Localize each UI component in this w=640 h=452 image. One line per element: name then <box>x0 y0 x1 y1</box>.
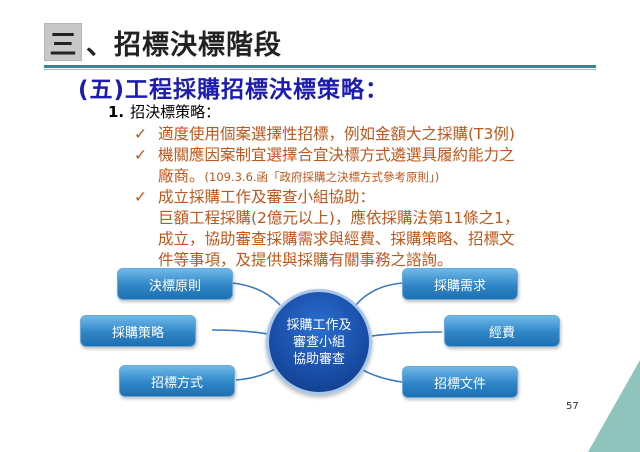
center-line-2: 審查小組 <box>292 334 345 350</box>
title-rule <box>44 65 596 68</box>
bullet-3-line-3: 成立，協助審查採購需求與經費、採購策略、招標文 <box>158 230 515 248</box>
connector-procurement-strategy <box>211 329 269 335</box>
connector-award-principle <box>231 282 281 306</box>
check-icon: ✓ <box>134 125 147 143</box>
node-procurement-strategy: 採購策略 <box>80 315 196 347</box>
center-circle: 採購工作及 審查小組 協助審查 <box>266 289 372 395</box>
center-line-3: 協助審查 <box>292 351 345 367</box>
connector-budget <box>371 331 443 337</box>
title-number-box: 三 <box>44 23 82 61</box>
node-budget: 經費 <box>444 315 560 347</box>
bullet-2-note: (109.3.6.函「政府採購之決標方式參考原則」) <box>204 170 440 184</box>
bullet-2-line-1: 機關應因案制宜選擇合宜決標方式遴選具履約能力之 <box>158 146 515 164</box>
node-tender-documents: 招標文件 <box>402 366 518 398</box>
page-number: 57 <box>566 401 579 412</box>
node-procurement-needs: 採購需求 <box>402 268 518 300</box>
node-award-principle: 決標原則 <box>117 268 233 300</box>
item-label: 招決標策略： <box>130 103 221 121</box>
item-number: 1. <box>108 103 125 121</box>
title-text: 、招標決標階段 <box>86 29 282 61</box>
title-rule-thin <box>44 69 596 70</box>
bullet-1-line-1: 適度使用個案選擇性招標，例如金額大之採購(T3例) <box>158 125 515 143</box>
center-line-1: 採購工作及 <box>286 317 352 333</box>
bullet-3-line-2: 巨額工程採購(2億元以上)，應依採購法第11條之1， <box>158 209 520 227</box>
corner-decoration <box>588 360 640 452</box>
slide-title: 三 、招標決標階段 <box>44 22 282 62</box>
check-icon: ✓ <box>134 188 147 206</box>
connector-procurement-needs <box>355 282 403 306</box>
subtitle: (五)工程採購招標決標策略： <box>78 77 390 103</box>
bullet-3-line-1: 成立採購工作及審查小組協助： <box>158 188 376 206</box>
bullet-2-line-2-text: 廠商。 <box>158 167 205 185</box>
check-icon: ✓ <box>134 146 147 164</box>
item-heading: 1. 招決標策略： <box>108 101 220 122</box>
node-tender-method: 招標方式 <box>119 365 235 397</box>
bullet-2-line-2: 廠商。(109.3.6.函「政府採購之決標方式參考原則」) <box>158 166 439 188</box>
bullet-3-line-4: 件等事項，及提供與採購有關事務之諮詢。 <box>158 251 453 269</box>
